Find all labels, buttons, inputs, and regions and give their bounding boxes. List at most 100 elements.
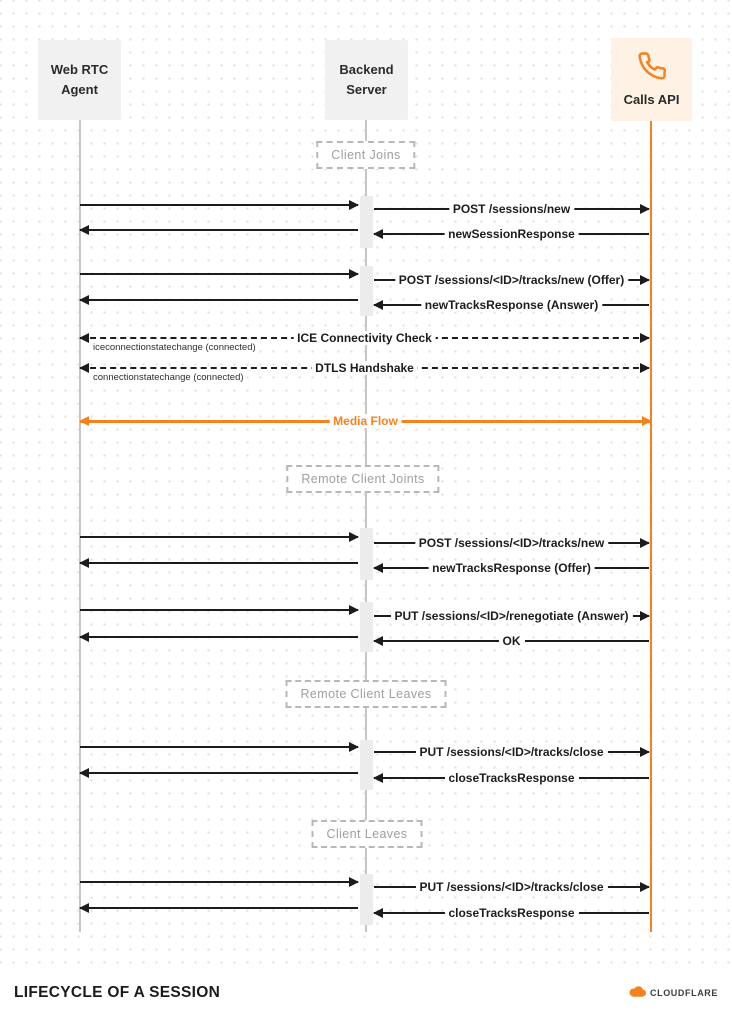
message-line	[80, 299, 358, 301]
phone-icon	[637, 51, 667, 81]
message-backend-to-webrtc-3	[79, 558, 358, 568]
message-put-renegotiate-answer: PUT /sessions/<ID>/renegotiate (Answer)	[374, 609, 650, 623]
webrtc-agent-lifeline	[79, 120, 81, 932]
message-label: PUT /sessions/<ID>/tracks/close	[415, 745, 608, 759]
message-webrtc-to-backend-2	[80, 269, 359, 279]
message-label: POST /sessions/<ID>/tracks/new (Offer)	[394, 273, 629, 287]
message-line	[80, 229, 358, 231]
message-webrtc-to-backend-1	[80, 200, 359, 210]
message-put-tracks-close-1: PUT /sessions/<ID>/tracks/close	[374, 745, 650, 759]
actor-label: Server	[346, 82, 387, 97]
section-remote-client-leaves: Remote Client Leaves	[285, 680, 447, 708]
message-backend-to-webrtc-1	[79, 225, 358, 235]
arrowhead-left-icon	[79, 632, 89, 642]
cloudflare-cloud-icon	[628, 984, 646, 1002]
arrowhead-right-icon	[640, 204, 650, 214]
message-line	[80, 609, 358, 611]
message-line	[80, 907, 358, 909]
arrowhead-left-icon	[79, 416, 89, 426]
message-sublabel: iceconnectionstatechange (connected)	[91, 342, 258, 353]
arrowhead-right-icon	[640, 333, 650, 343]
message-webrtc-to-backend-6	[80, 877, 359, 887]
message-backend-to-webrtc-4	[79, 632, 358, 642]
message-label: PUT /sessions/<ID>/tracks/close	[415, 880, 608, 894]
section-client-leaves: Client Leaves	[311, 820, 423, 848]
message-line	[80, 204, 358, 206]
message-label: Media Flow	[329, 414, 402, 428]
activation-bar	[359, 602, 373, 652]
footer: LIFECYCLE OF A SESSION CLOUDFLARE	[0, 967, 732, 1019]
arrowhead-right-icon	[640, 747, 650, 757]
message-label: DTLS Handshake	[311, 361, 418, 375]
arrowhead-right-icon	[349, 742, 359, 752]
actor-calls-api: Calls API	[611, 38, 692, 121]
message-close-tracks-response-2: closeTracksResponse	[373, 906, 649, 920]
message-label: PUT /sessions/<ID>/renegotiate (Answer)	[390, 609, 633, 623]
message-post-sessions-new: POST /sessions/new	[374, 202, 650, 216]
activation-bar	[359, 740, 373, 790]
arrowhead-right-icon	[349, 532, 359, 542]
activation-bar	[359, 196, 373, 248]
message-webrtc-to-backend-5	[80, 742, 359, 752]
cloudflare-logo: CLOUDFLARE	[628, 984, 718, 1002]
message-ok-response: OK	[373, 634, 649, 648]
message-backend-to-webrtc-2	[79, 295, 358, 305]
message-webrtc-to-backend-3	[80, 532, 359, 542]
message-new-tracks-response-answer: newTracksResponse (Answer)	[373, 298, 649, 312]
message-label: POST /sessions/new	[448, 202, 575, 216]
arrowhead-left-icon	[373, 908, 383, 918]
arrowhead-left-icon	[79, 295, 89, 305]
activation-bar	[359, 528, 373, 580]
actor-label: Calls API	[623, 91, 680, 107]
message-line	[80, 772, 358, 774]
brand-text: CLOUDFLARE	[650, 988, 718, 998]
message-new-tracks-response-offer: newTracksResponse (Offer)	[373, 561, 649, 575]
arrowhead-right-icon	[640, 611, 650, 621]
arrowhead-left-icon	[79, 903, 89, 913]
message-media-flow: Media Flow	[79, 414, 652, 428]
message-label: POST /sessions/<ID>/tracks/new	[414, 536, 609, 550]
arrowhead-left-icon	[373, 773, 383, 783]
arrowhead-left-icon	[373, 563, 383, 573]
message-dtls-handshake: DTLS Handshake connectionstatechange (con…	[79, 361, 650, 383]
message-label: OK	[498, 634, 525, 648]
message-backend-to-webrtc-5	[79, 768, 358, 778]
arrowhead-left-icon	[79, 363, 89, 373]
message-line	[80, 636, 358, 638]
arrowhead-left-icon	[373, 300, 383, 310]
actor-label: Backend	[339, 62, 394, 78]
message-line	[80, 536, 358, 538]
arrowhead-right-icon	[640, 275, 650, 285]
message-line	[80, 273, 358, 275]
section-client-joins: Client Joins	[316, 141, 416, 169]
activation-bar	[359, 266, 373, 316]
message-post-tracks-new: POST /sessions/<ID>/tracks/new	[374, 536, 650, 550]
message-line	[80, 562, 358, 564]
activation-bar	[359, 874, 373, 925]
arrowhead-left-icon	[373, 636, 383, 646]
section-remote-client-joints: Remote Client Joints	[286, 465, 440, 493]
message-new-session-response: newSessionResponse	[373, 227, 649, 241]
message-close-tracks-response-1: closeTracksResponse	[373, 771, 649, 785]
arrowhead-right-icon	[640, 538, 650, 548]
message-webrtc-to-backend-4	[80, 605, 359, 615]
message-sublabel: connectionstatechange (connected)	[91, 372, 246, 383]
message-post-tracks-new-offer: POST /sessions/<ID>/tracks/new (Offer)	[374, 273, 650, 287]
message-label: closeTracksResponse	[444, 771, 579, 785]
message-label: newTracksResponse (Answer)	[420, 298, 603, 312]
backend-server-lifeline	[365, 120, 367, 932]
message-label: newSessionResponse	[444, 227, 579, 241]
message-put-tracks-close-2: PUT /sessions/<ID>/tracks/close	[374, 880, 650, 894]
message-label: closeTracksResponse	[444, 906, 579, 920]
arrowhead-left-icon	[79, 768, 89, 778]
arrowhead-right-icon	[349, 877, 359, 887]
arrowhead-right-icon	[349, 269, 359, 279]
arrowhead-right-icon	[349, 605, 359, 615]
message-label: newTracksResponse (Offer)	[428, 561, 595, 575]
arrowhead-right-icon	[640, 363, 650, 373]
message-backend-to-webrtc-6	[79, 903, 358, 913]
arrowhead-left-icon	[373, 229, 383, 239]
